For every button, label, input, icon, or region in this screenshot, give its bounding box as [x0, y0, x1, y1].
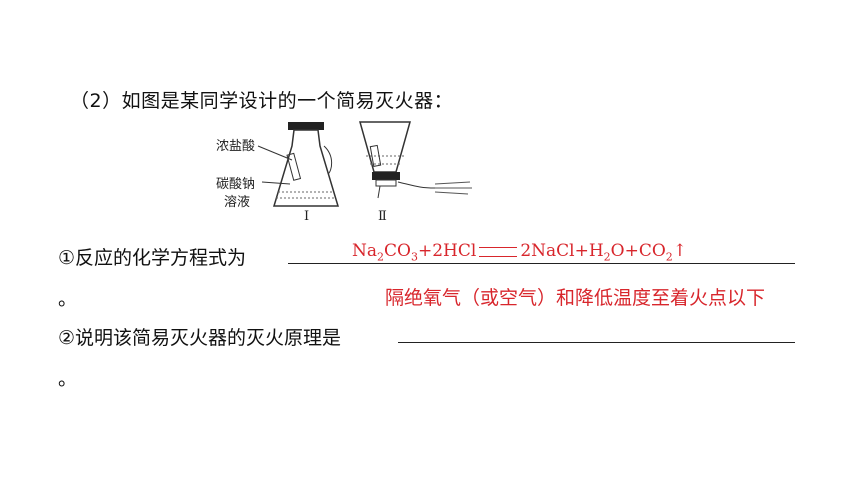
item1-prompt: ①反应的化学方程式为	[58, 247, 247, 269]
item1-answer-blank	[288, 263, 795, 264]
label-roman-two: Ⅱ	[378, 209, 387, 224]
label-conc-hcl: 浓盐酸	[216, 139, 255, 154]
item2-answer-principle: 隔绝氧气（或空气）和降低温度至着火点以下	[385, 287, 766, 309]
label-na2co3: 碳酸钠	[216, 177, 255, 192]
item1-end: 。	[58, 288, 78, 310]
extinguisher-diagram: 浓盐酸 碳酸钠 溶液 Ⅰ Ⅱ	[216, 121, 472, 224]
label-roman-one: Ⅰ	[304, 209, 309, 224]
equals-sign-icon	[479, 246, 518, 257]
item2-end: 。	[58, 368, 78, 390]
flask-one	[272, 122, 340, 207]
label-solution: 溶液	[224, 195, 250, 210]
item2-answer-blank	[398, 342, 795, 343]
gas-arrow-icon: ↑	[672, 241, 688, 261]
question-title: （2）如图是某同学设计的一个简易灭火器：	[70, 90, 454, 112]
item2-prompt: ②说明该简易灭火器的灭火原理是	[58, 327, 342, 349]
flask-two	[359, 121, 472, 199]
